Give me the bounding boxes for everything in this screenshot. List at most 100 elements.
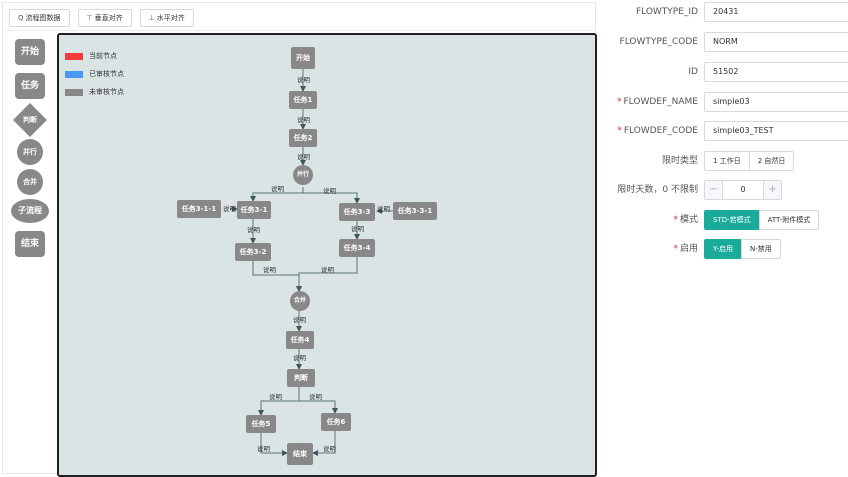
palette-start-node[interactable]: 开始 <box>15 39 45 65</box>
flowtype-code-field[interactable]: NORM <box>704 32 848 52</box>
enabled-label: *启用 <box>673 239 698 259</box>
edge-task6-end <box>312 431 336 456</box>
limit-days-value[interactable]: 0 <box>740 185 746 194</box>
edge-label: 说明 <box>293 315 307 324</box>
limit-type-radio-group: 1 工作日 2 自然日 <box>704 151 795 171</box>
node-task3-2[interactable]: 任务3-2 <box>235 243 271 261</box>
flow-designer-panel: Q 流程图数据 ⊤ 垂直对齐 ⊥ 水平对齐 开始 任务 判断 并行 合并 子流程… <box>2 2 597 477</box>
legend-item-current: 当前节点 <box>65 51 124 61</box>
search-icon: Q <box>18 14 24 22</box>
horizontal-align-icon: ⊥ <box>148 14 155 22</box>
edge-label: 说明 <box>377 204 391 213</box>
edge-decision-task5 <box>258 387 300 416</box>
limit-type-label: 限时类型 <box>661 156 698 166</box>
mode-label-text: 模式 <box>679 215 698 225</box>
edge-label: 说明 <box>321 265 335 274</box>
legend-item-unreviewed: 未审核节点 <box>65 87 124 97</box>
limit-type-natural-day[interactable]: 2 自然日 <box>748 151 795 171</box>
node-task3-4[interactable]: 任务3-4 <box>339 239 375 257</box>
limit-days-label: 限时天数，0 不限制 <box>617 185 698 195</box>
horizontal-align-button[interactable]: ⊥ 水平对齐 <box>139 9 194 27</box>
edge-task5-end <box>260 433 288 456</box>
limit-type-workday[interactable]: 1 工作日 <box>704 151 750 171</box>
flow-canvas[interactable]: 说明 说明 说明 说明 说明 说明 说明 说明 说明 说明 说明 说明 说明 说… <box>57 33 597 477</box>
flowdef-code-field[interactable]: simple03_TEST <box>704 121 848 141</box>
vertical-align-icon: ⊤ <box>86 14 93 22</box>
flowdef-code-label-text: FLOWDEF_CODE <box>623 126 698 136</box>
vertical-align-label: 垂直对齐 <box>94 14 123 22</box>
mode-std-option[interactable]: STD-若模式 <box>704 210 760 230</box>
flowtype-id-field[interactable]: 20431 <box>704 2 848 22</box>
node-task3-3-1[interactable]: 任务3-3-1 <box>393 202 437 220</box>
toolbar: Q 流程图数据 ⊤ 垂直对齐 ⊥ 水平对齐 <box>9 9 194 27</box>
enabled-radio-group: Y-启用 N-禁用 <box>704 239 781 259</box>
limit-days-stepper: − 0 + <box>704 180 782 200</box>
edge-label: 说明 <box>297 152 311 161</box>
id-label: ID <box>688 67 698 77</box>
palette-decision-node[interactable]: 判断 <box>13 103 47 137</box>
node-parallel[interactable]: 并行 <box>293 165 313 185</box>
edge-label: 说明 <box>309 392 323 401</box>
row-limit-type: 限时类型 1 工作日 2 自然日 <box>598 151 848 171</box>
increment-button[interactable]: + <box>763 181 781 199</box>
edge-label: 说明 <box>223 204 237 213</box>
edge-label: 说明 <box>247 225 261 234</box>
legend-swatch-gray <box>65 88 83 96</box>
required-marker: * <box>617 97 622 107</box>
required-marker: * <box>617 126 622 136</box>
edge-label: 说明 <box>271 184 285 193</box>
edge-task3-4-merge <box>296 257 358 292</box>
node-task3-1[interactable]: 任务3-1 <box>237 201 271 219</box>
row-id: ID 51502 <box>598 62 848 82</box>
flowdef-name-field[interactable]: simple03 <box>704 92 848 112</box>
edge-parallel-task3-3 <box>302 187 360 204</box>
flowdef-name-label: *FLOWDEF_NAME <box>617 92 698 112</box>
node-start[interactable]: 开始 <box>291 47 315 69</box>
flow-data-button[interactable]: Q 流程图数据 <box>9 9 70 27</box>
flowdef-code-label: *FLOWDEF_CODE <box>617 121 698 141</box>
palette-end-node[interactable]: 结束 <box>15 231 45 257</box>
node-task5[interactable]: 任务5 <box>246 415 276 433</box>
node-end[interactable]: 结束 <box>287 443 313 465</box>
node-task2[interactable]: 任务2 <box>289 129 317 147</box>
decrement-button[interactable]: − <box>705 181 723 199</box>
row-flowdef-code: *FLOWDEF_CODE simple03_TEST <box>598 121 848 141</box>
mode-radio-group: STD-若模式 ATT-附件模式 <box>704 210 820 230</box>
enabled-no-option[interactable]: N-禁用 <box>740 239 781 259</box>
palette-parallel-node[interactable]: 并行 <box>17 139 43 165</box>
edge-label: 说明 <box>293 353 307 362</box>
legend-label: 未审核节点 <box>89 88 124 96</box>
node-task4[interactable]: 任务4 <box>286 331 314 349</box>
node-task3-3[interactable]: 任务3-3 <box>339 203 375 221</box>
row-mode: *模式 STD-若模式 ATT-附件模式 <box>598 210 848 230</box>
legend: 当前节点 已审核节点 未审核节点 <box>65 51 124 105</box>
edge-label: 说明 <box>257 444 271 453</box>
row-enabled: *启用 Y-启用 N-禁用 <box>598 239 848 259</box>
row-flowtype-id: FLOWTYPE_ID 20431 <box>598 2 848 22</box>
properties-panel: FLOWTYPE_ID 20431 FLOWTYPE_CODE NORM ID … <box>598 0 848 477</box>
node-task3-1-1[interactable]: 任务3-1-1 <box>177 200 221 218</box>
edge-label: 说明 <box>297 115 311 124</box>
mode-att-option[interactable]: ATT-附件模式 <box>758 210 820 230</box>
node-merge[interactable]: 合并 <box>290 291 310 311</box>
toolbar-divider <box>5 30 593 31</box>
palette-subflow-node[interactable]: 子流程 <box>11 199 49 223</box>
edge-label: 说明 <box>351 224 365 233</box>
row-flowdef-name: *FLOWDEF_NAME simple03 <box>598 92 848 112</box>
palette-task-node[interactable]: 任务 <box>15 73 45 99</box>
edge-label: 说明 <box>269 392 283 401</box>
node-task6[interactable]: 任务6 <box>321 413 351 431</box>
enabled-yes-option[interactable]: Y-启用 <box>704 239 742 259</box>
flow-edges: 说明 说明 说明 说明 说明 说明 说明 说明 说明 说明 说明 说明 说明 说… <box>223 69 393 456</box>
node-task1[interactable]: 任务1 <box>289 91 317 109</box>
required-marker: * <box>673 215 678 225</box>
vertical-align-button[interactable]: ⊤ 垂直对齐 <box>77 9 132 27</box>
edge-decision-task6 <box>298 387 338 414</box>
node-decision[interactable]: 判断 <box>287 369 315 387</box>
row-flowtype-code: FLOWTYPE_CODE NORM <box>598 32 848 52</box>
legend-label: 已审核节点 <box>89 70 124 78</box>
legend-swatch-blue <box>65 70 83 78</box>
id-field[interactable]: 51502 <box>704 62 848 82</box>
palette-merge-node[interactable]: 合并 <box>17 169 43 195</box>
legend-swatch-red <box>65 52 83 60</box>
